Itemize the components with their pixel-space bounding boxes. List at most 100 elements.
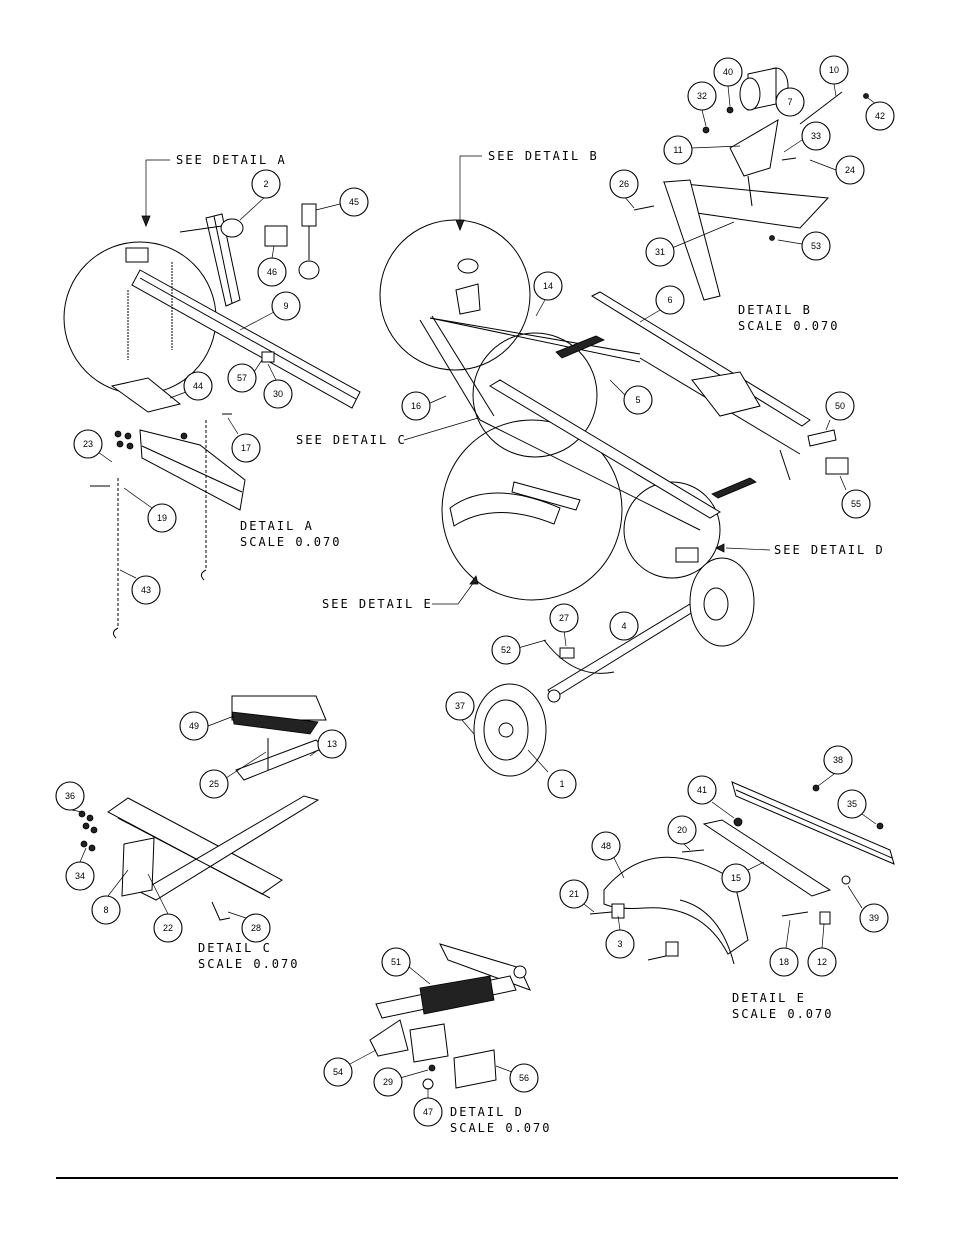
svg-text:22: 22 [163,923,173,933]
callouts: 1 2 3 4 5 6 7 8 9 10 11 12 13 14 15 16 1… [55,55,895,1127]
svg-text:54: 54 [333,1067,343,1077]
callout-13: 13 [309,729,347,759]
svg-text:6: 6 [667,295,672,305]
svg-text:56: 56 [519,1073,529,1083]
svg-text:50: 50 [835,401,845,411]
main-frame [379,219,849,777]
callout-30: 30 [263,363,293,409]
detail-d-scale: SCALE 0.070 [450,1121,551,1135]
svg-text:45: 45 [349,197,359,207]
callout-42: 42 [865,97,895,131]
callout-11: 11 [663,135,741,165]
svg-text:41: 41 [697,785,707,795]
svg-text:16: 16 [411,401,421,411]
svg-text:36: 36 [65,791,75,801]
callout-50: 50 [825,391,855,431]
callout-36: 36 [55,781,85,813]
callout-40: 40 [713,57,743,107]
svg-text:29: 29 [383,1077,393,1087]
svg-text:8: 8 [103,905,108,915]
callout-22: 22 [147,873,183,943]
callout-23: 23 [73,429,113,463]
svg-text:1: 1 [559,779,564,789]
svg-text:20: 20 [677,825,687,835]
svg-text:43: 43 [141,585,151,595]
callout-55: 55 [839,475,871,519]
svg-text:27: 27 [559,613,569,623]
callout-15: 15 [721,861,765,893]
svg-text:32: 32 [697,91,707,101]
svg-text:2: 2 [263,179,268,189]
callout-29: 29 [373,1067,429,1097]
callout-43: 43 [119,569,161,605]
svg-text:33: 33 [811,131,821,141]
svg-text:38: 38 [833,755,843,765]
callout-47: 47 [413,1088,443,1127]
callout-45: 45 [315,187,369,217]
svg-text:48: 48 [601,841,611,851]
callout-14: 14 [533,271,563,317]
callout-7: 7 [775,87,805,117]
detail-a-title: DETAIL A [240,519,314,533]
callout-26: 26 [609,169,639,209]
svg-text:21: 21 [569,889,579,899]
svg-text:47: 47 [423,1107,433,1117]
callout-33: 33 [783,121,831,153]
see-detail-b-label: SEE DETAIL B [488,149,599,163]
detail-a-drawing [90,377,246,639]
detail-e-zoom-circle [441,419,623,601]
callout-18: 18 [769,919,799,977]
callout-35: 35 [837,789,877,825]
callout-37: 37 [445,691,475,735]
callout-28: 28 [227,911,271,943]
detail-b-scale: SCALE 0.070 [738,319,839,333]
callout-8: 8 [91,869,129,925]
detail-d-drawing [369,943,531,1090]
callout-56: 56 [495,1063,539,1093]
see-detail-e-label: SEE DETAIL E [322,597,433,611]
svg-text:35: 35 [847,799,857,809]
svg-text:34: 34 [75,871,85,881]
callout-6: 6 [639,285,685,323]
detail-e-drawing [589,781,895,965]
callout-57: 57 [227,359,263,393]
svg-text:55: 55 [851,499,861,509]
callout-12: 12 [807,923,837,977]
svg-text:57: 57 [237,373,247,383]
callout-51: 51 [381,947,431,985]
callout-3: 3 [605,915,635,959]
see-detail-c-label: SEE DETAIL C [296,433,407,447]
see-detail-d-label: SEE DETAIL D [774,543,885,557]
callout-20: 20 [667,815,697,851]
detail-d-zoom-circle [623,481,721,579]
detail-a-scale: SCALE 0.070 [240,535,341,549]
callout-53: 53 [777,231,831,261]
callout-17: 17 [227,417,261,463]
svg-text:40: 40 [723,67,733,77]
detail-c-scale: SCALE 0.070 [198,957,299,971]
svg-text:44: 44 [193,381,203,391]
svg-text:12: 12 [817,957,827,967]
detail-e-scale: SCALE 0.070 [732,1007,833,1021]
svg-text:18: 18 [779,957,789,967]
callout-25: 25 [199,751,267,799]
svg-text:26: 26 [619,179,629,189]
svg-text:4: 4 [621,621,626,631]
detail-d-title: DETAIL D [450,1105,524,1119]
svg-text:10: 10 [829,65,839,75]
detail-b-zoom-circle [379,219,531,371]
callout-19: 19 [123,487,177,533]
svg-text:46: 46 [267,267,277,277]
svg-text:3: 3 [617,939,622,949]
svg-text:31: 31 [655,247,665,257]
detail-b-drawing [633,67,869,301]
svg-text:11: 11 [673,145,682,155]
detail-b-title: DETAIL B [738,303,812,317]
detail-c-drawing [78,695,327,921]
svg-text:14: 14 [543,281,553,291]
svg-text:23: 23 [83,439,93,449]
callout-46: 46 [257,245,287,287]
see-detail-a-label: SEE DETAIL A [176,153,287,167]
callout-32: 32 [687,81,717,127]
